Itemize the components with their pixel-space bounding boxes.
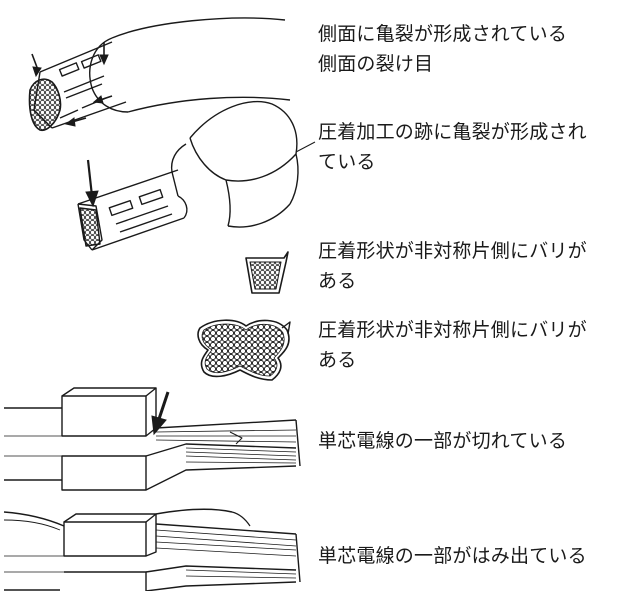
cross-section-asymmetric-1 — [245, 251, 289, 294]
caption-line: 圧着形状が非対称片側にバリが — [318, 319, 587, 341]
cross-section-asymmetric-2 — [197, 319, 291, 381]
defect-caption-crimp-mark-crack: 圧着加工の跡に亀裂が形成され ている — [318, 117, 636, 177]
ferrule-crimp-mark-crack-illustration — [77, 100, 316, 251]
caption-line: 側面に亀裂が形成されている — [318, 23, 568, 45]
caption-line: 圧着形状が非対称片側にバリが — [318, 240, 587, 262]
ferrule-side-crack-illustration — [28, 17, 291, 132]
caption-line: 単芯電線の一部がはみ出ている — [318, 545, 587, 567]
caption-line: 圧着加工の跡に亀裂が形成され — [318, 121, 587, 143]
caption-line: ている — [318, 151, 376, 173]
defect-caption-asymmetric-burr-1: 圧着形状が非対称片側にバリが ある — [318, 236, 636, 296]
caption-line: ある — [318, 270, 357, 292]
defect-caption-side-crack: 側面に亀裂が形成されている 側面の裂け目 — [318, 19, 636, 79]
crimp-cut-strand-illustration — [4, 387, 301, 491]
crack-arrows-1 — [31, 42, 113, 127]
cut-strand-arrow — [151, 391, 170, 436]
defect-caption-asymmetric-burr-2: 圧着形状が非対称片側にバリが ある — [318, 315, 636, 375]
defect-caption-protruding-strand: 単芯電線の一部がはみ出ている — [318, 541, 636, 571]
defect-caption-cut-strand: 単芯電線の一部が切れている — [318, 426, 636, 456]
caption-line: 側面の裂け目 — [318, 53, 434, 75]
crimp-protruding-strand-illustration — [3, 508, 301, 591]
crack-arrow-2 — [85, 159, 99, 208]
caption-line: 単芯電線の一部が切れている — [318, 430, 568, 452]
caption-line: ある — [318, 349, 357, 371]
